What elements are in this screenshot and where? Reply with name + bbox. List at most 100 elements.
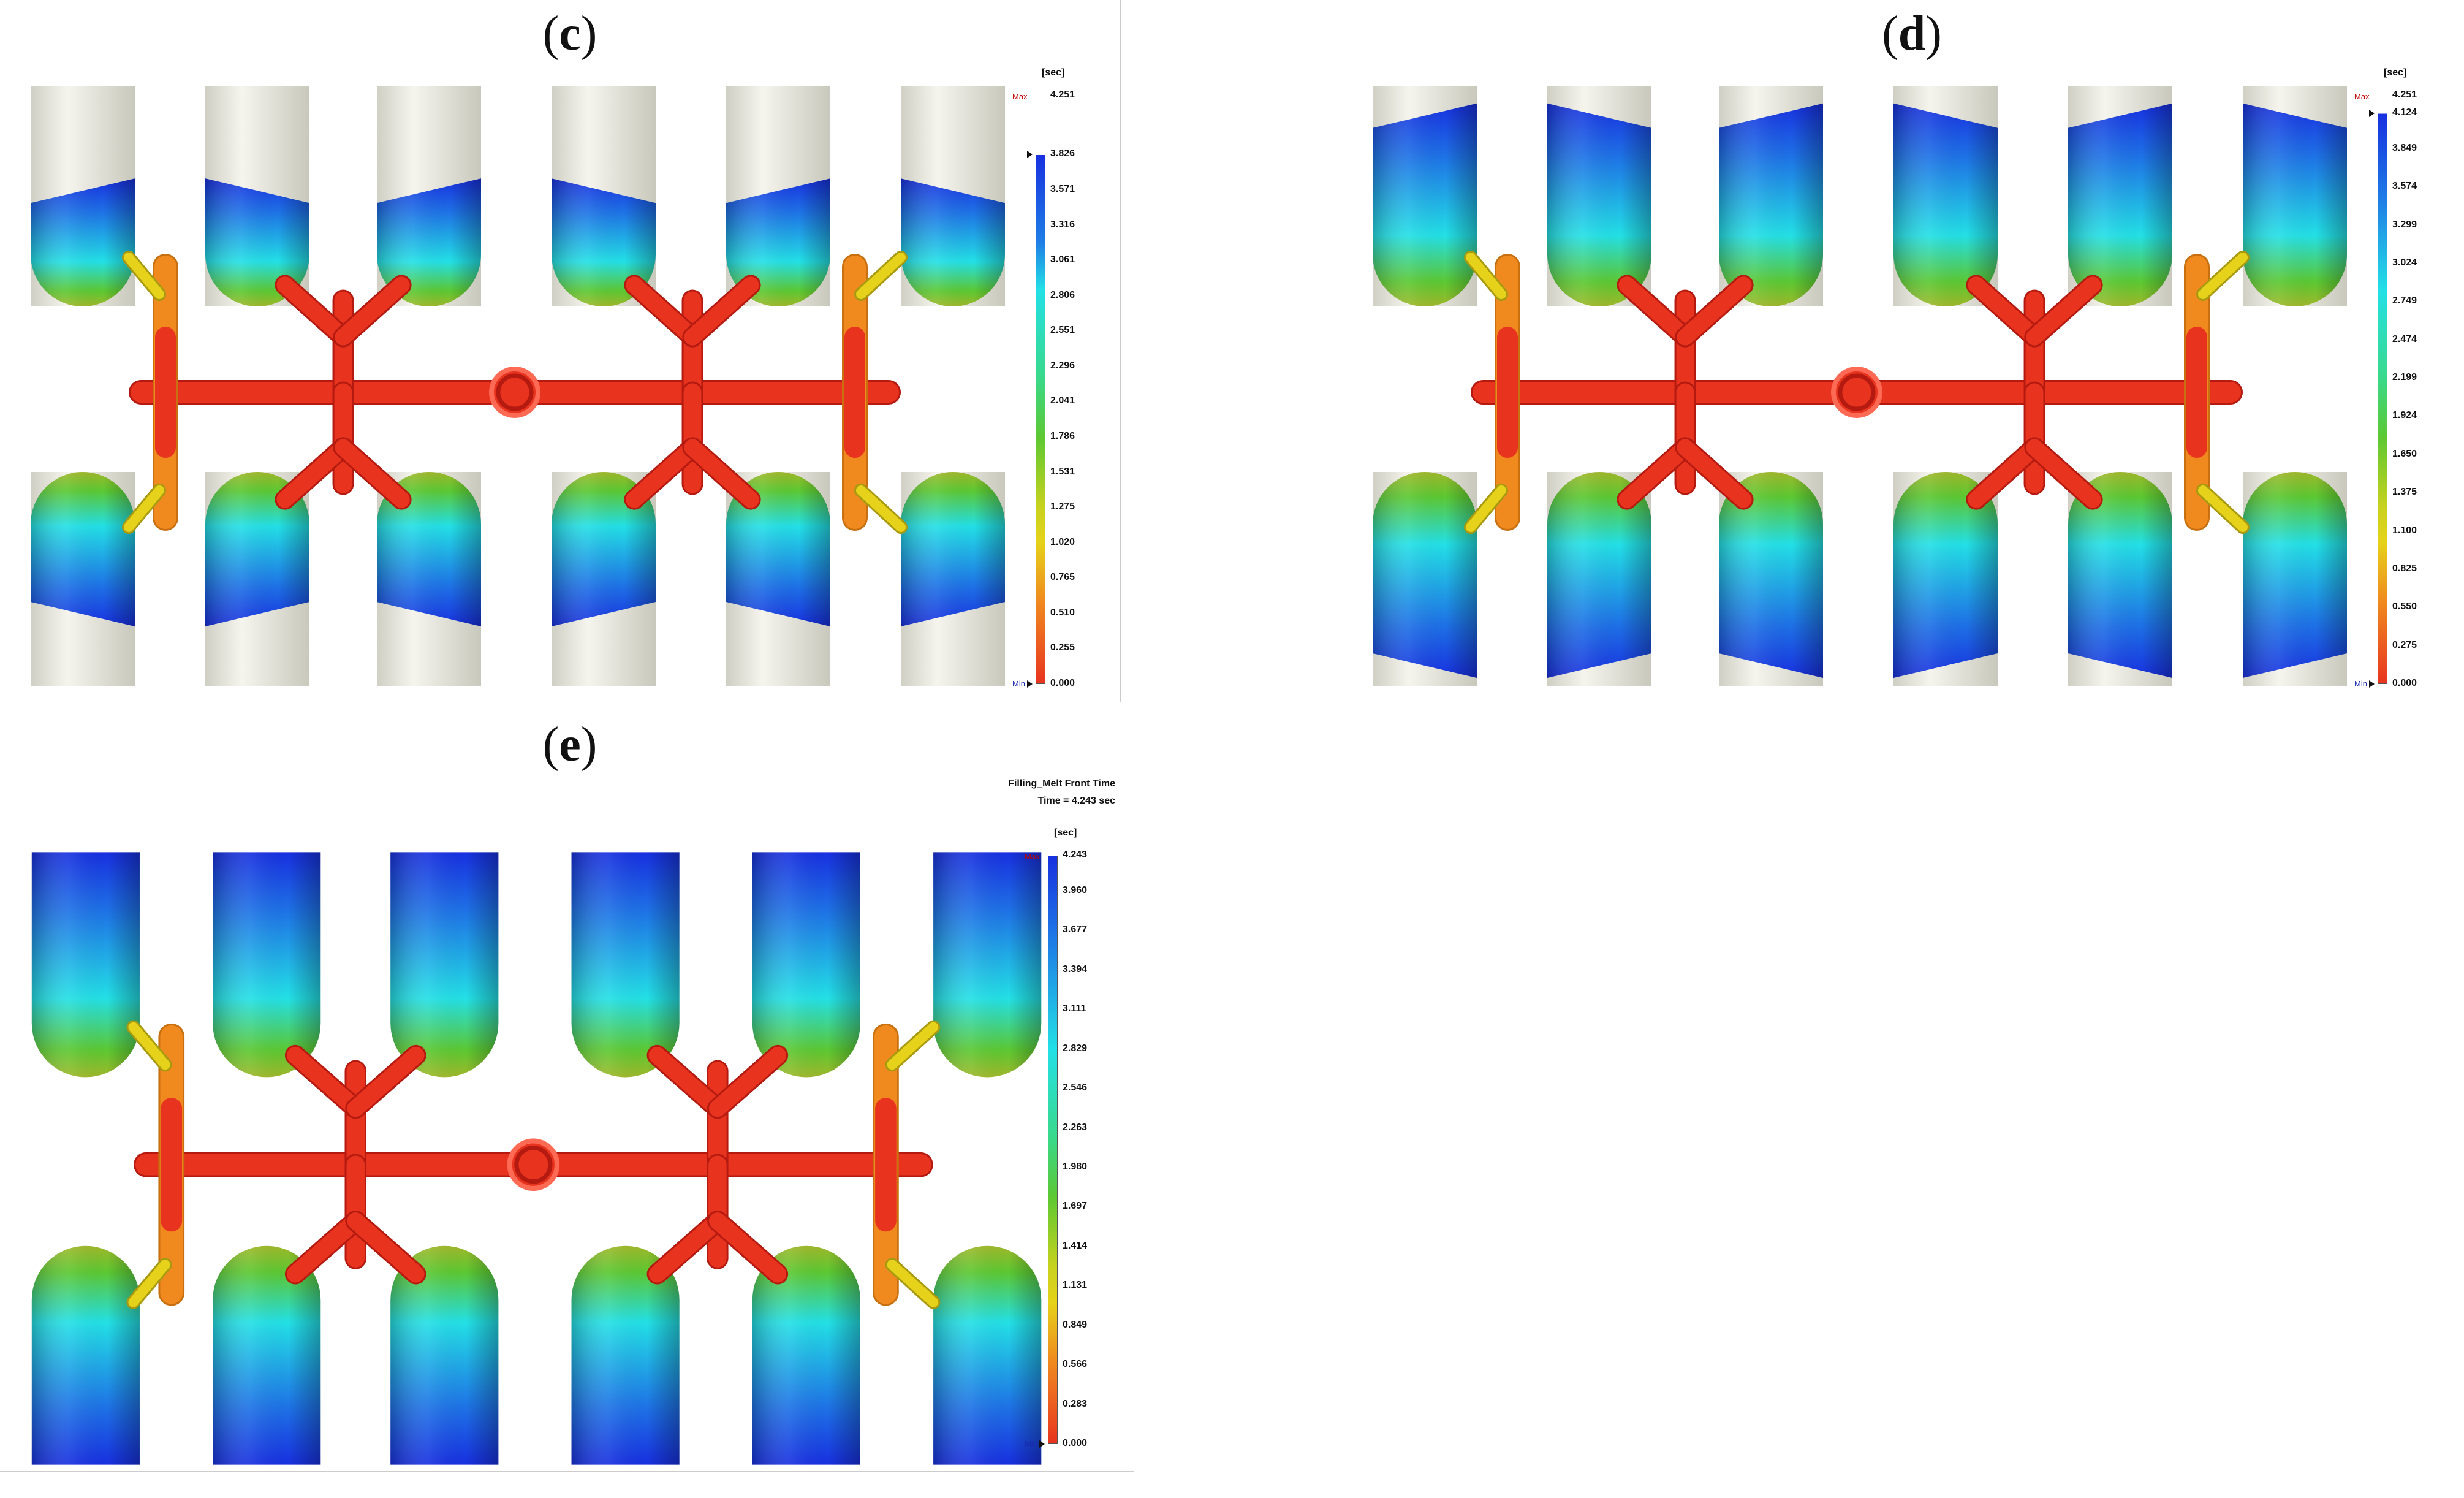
scale-tick-label: 0.000: [1050, 678, 1075, 688]
scale-tick-label: 3.574: [2392, 181, 2417, 192]
cavity-parts: [31, 852, 1042, 1465]
scale-tick-label: 3.111: [1063, 1003, 1086, 1014]
scale-tick-label: 0.275: [2392, 639, 2417, 650]
cavity-shading: [31, 852, 140, 1078]
panel-label-c: c: [559, 7, 581, 61]
scale-current-marker: [1027, 151, 1033, 158]
branch-runner: [626, 439, 701, 508]
branch-runner: [286, 1046, 365, 1117]
cavity-shading: [933, 852, 1042, 1078]
simulation-view-c: [31, 86, 1005, 686]
simulation-view-d: [1373, 86, 2347, 686]
scale-tick-label: 0.510: [1050, 607, 1075, 618]
cavity-shading: [2243, 103, 2347, 307]
cavity-shading: [726, 472, 830, 626]
cavity-shading: [571, 1245, 680, 1465]
gate: [887, 1022, 939, 1070]
branch-runner: [335, 439, 410, 508]
scale-gradient-bar: [2378, 96, 2387, 684]
scale-tick-label: 1.531: [1050, 466, 1075, 477]
scale-max-value: 4.251: [2392, 89, 2417, 100]
branch-runner: [276, 276, 352, 346]
cavity-shading: [1547, 472, 1651, 678]
cavity-shading: [213, 852, 321, 1078]
scale-min-label: Min: [2354, 679, 2367, 688]
scale-min-label: Min: [1012, 679, 1025, 688]
scale-tick-label: 1.020: [1050, 536, 1075, 547]
branch-runner: [1618, 439, 1694, 508]
scale-tick-label: 2.749: [2392, 295, 2417, 306]
scale-current-marker: [2369, 109, 2375, 117]
cavity-shading: [2243, 472, 2347, 678]
branch-runner: [708, 1212, 787, 1283]
branch-runner: [648, 1212, 726, 1283]
scale-tick-label: 0.283: [1063, 1398, 1088, 1409]
time-text: Time = 4.243 sec: [1037, 796, 1115, 806]
gate: [128, 1022, 170, 1070]
cavity-shading: [390, 1245, 499, 1465]
branch-runner: [2026, 439, 2101, 508]
scale-tick-label: 3.960: [1063, 885, 1088, 895]
scale-min-marker: [2369, 680, 2375, 688]
cavity-shading: [205, 472, 309, 626]
scale-tick-label: 2.546: [1063, 1082, 1088, 1093]
scale-tick-label: 3.024: [2392, 257, 2417, 268]
panel-label-d: d: [1898, 7, 1926, 61]
scale-tick-label: 0.000: [2392, 678, 2417, 688]
branch-runner: [2026, 276, 2101, 346]
cavity-shading: [390, 852, 499, 1078]
scale-max-value: 4.251: [1050, 89, 1075, 100]
cavity-shading: [752, 1245, 860, 1465]
gate: [2198, 253, 2248, 299]
scale-tick-label: 1.650: [2392, 448, 2417, 459]
cavity-parts: [1373, 86, 2347, 686]
panel-e: (e) Filling_Melt Front Time Time = 4.243…: [0, 717, 1140, 1498]
gate: [856, 485, 906, 532]
scale-tick-label: 3.061: [1050, 254, 1075, 265]
gate: [128, 1260, 170, 1307]
runner-system: [1464, 251, 2250, 534]
scale-tick-label: 1.697: [1063, 1201, 1088, 1212]
scale-tick-label: 0.550: [2392, 601, 2417, 612]
scale-tick-label: 2.806: [1050, 289, 1075, 300]
scale-max-value: 4.243: [1063, 850, 1088, 860]
scale-tick-label: 0.765: [1050, 572, 1075, 583]
gate: [1466, 253, 1506, 299]
scale-tick-label: 0.849: [1063, 1319, 1088, 1330]
scale-current-value: 3.826: [1050, 148, 1075, 159]
scale-tick-label: 3.849: [2392, 142, 2417, 153]
scale-gradient-bar: [1048, 856, 1058, 1444]
cavity-shading: [726, 178, 830, 306]
cavity-shading: [1373, 103, 1477, 307]
cavity-shading: [1547, 103, 1651, 306]
gate: [124, 253, 164, 299]
scale-tick-label: 0.566: [1063, 1359, 1088, 1370]
cavity-shading: [752, 852, 860, 1078]
scale-max-label: Max: [1025, 852, 1040, 861]
panel-frame-c: [0, 0, 1121, 702]
scale-tick-label: 0.825: [2392, 563, 2417, 574]
panel-frame-e: [0, 766, 1134, 1472]
sprue-center: [514, 1146, 553, 1184]
cavity-shading: [901, 472, 1005, 626]
cavity-shading: [213, 1245, 321, 1465]
result-name-text: Filling_Melt Front Time: [1008, 778, 1115, 789]
scale-max-label: Max: [2354, 92, 2370, 101]
branch-runner: [347, 1046, 425, 1117]
scale-unit-label: [sec]: [1054, 827, 1077, 838]
scale-min-marker: [1027, 680, 1033, 688]
scale-unit-label: [sec]: [2384, 67, 2407, 78]
branch-runner: [276, 439, 352, 508]
cavity-shading: [2068, 103, 2172, 307]
scale-tick-label: 2.199: [2392, 372, 2417, 383]
branch-runner: [286, 1212, 365, 1283]
cavity-shading: [571, 852, 680, 1078]
cavity-shading: [1719, 103, 1823, 307]
cavity-shading: [901, 178, 1005, 306]
gate: [887, 1260, 939, 1307]
branch-runner: [708, 1046, 787, 1117]
